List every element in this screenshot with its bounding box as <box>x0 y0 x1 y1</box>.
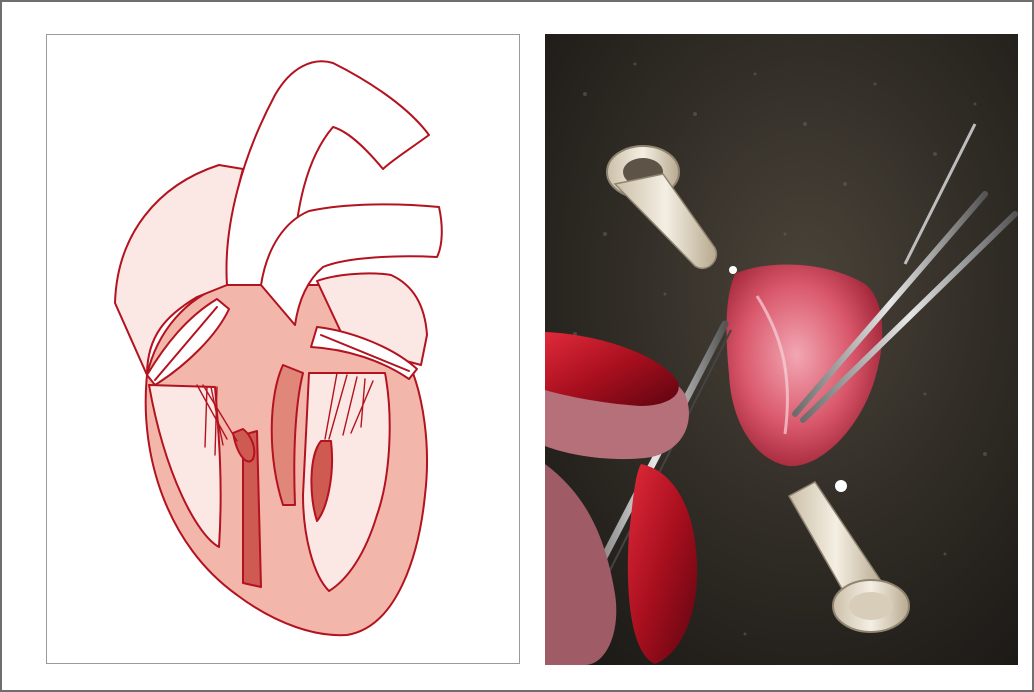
heart-diagram <box>47 35 519 663</box>
glare <box>835 480 847 492</box>
dissection-photo-panel <box>545 34 1018 665</box>
glare <box>729 266 737 274</box>
heart-diagram-panel <box>46 34 520 664</box>
dissection-photo <box>545 34 1018 665</box>
